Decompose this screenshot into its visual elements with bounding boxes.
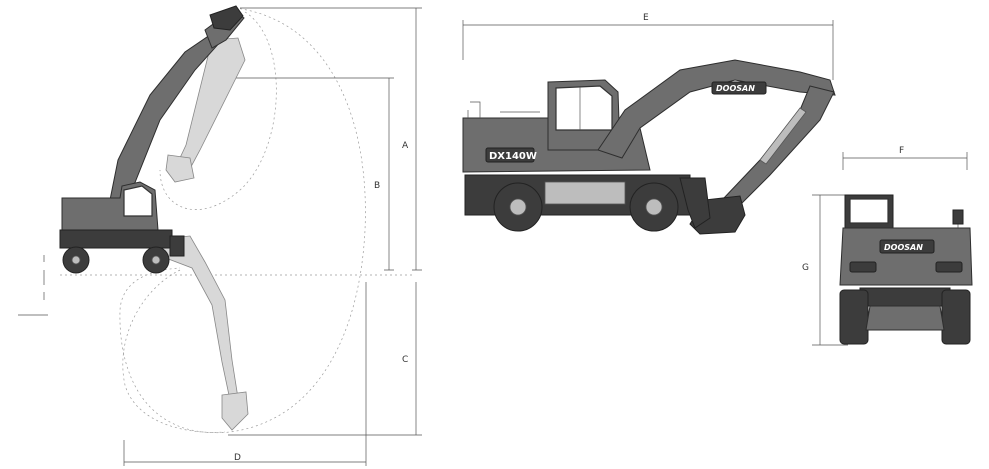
side-view: E DX140W DOOSAN [462,13,836,235]
dimension-label-d: D [234,453,241,463]
dimension-label-c: C [402,355,408,365]
dimension-label-a: A [402,141,409,151]
side-model-badge-bg [485,147,535,163]
ghost-bucket-raised [165,154,195,183]
rear-wheel-right [941,289,971,345]
dimension-line-b [228,77,394,271]
dimension-label-e: E [643,13,649,23]
dimension-line-g [812,194,848,346]
left-undercarriage [59,229,173,249]
dimension-line-a [240,7,422,271]
rear-blade [865,305,945,331]
side-boom-stripe [711,81,767,95]
inner-envelope [159,11,277,210]
rear-view: F G DOOSAN [802,146,973,346]
dimension-line-d [123,282,367,466]
rear-brand: DOOSAN [884,243,923,252]
side-cab-window [555,85,613,131]
ghost-dig-bucket [221,391,249,431]
ghost-stick-raised [171,37,246,179]
dimension-label-g: G [802,263,809,273]
dimension-label-f: F [899,146,904,156]
rear-cab-glass [849,198,889,224]
rear-light-right [935,261,963,273]
dimension-line-f [842,152,968,170]
left-bucket [209,5,244,31]
left-wheel-front-hub [151,255,161,265]
side-wheel-front-hub [645,198,663,216]
max-reach-envelope [119,7,366,434]
side-boom [597,59,836,159]
dimension-label-b: B [374,181,380,191]
rear-light-left [849,261,877,273]
side-model-badge: DX140W [489,151,537,162]
rear-mirror-head [952,209,964,225]
side-outrigger-blade [679,177,711,229]
side-wheel-rear-hub [509,198,527,216]
digging-envelope [122,269,226,433]
side-handrail [467,101,540,118]
dimension-line-c [228,282,422,436]
rear-axle [859,287,951,307]
side-chassis-panel [544,181,626,205]
left-wheel-rear-hub [71,255,81,265]
left-blade [169,235,185,257]
working-range-view: A B C D [18,5,422,466]
left-cab-window [123,185,153,217]
side-hydraulic-cylinder [759,107,807,165]
dimension-line-e [462,20,834,80]
rear-counterweight [839,227,973,286]
side-boom-brand: DOOSAN [716,84,755,93]
rear-brand-bg [879,239,935,254]
rear-wheel-left [839,289,869,345]
